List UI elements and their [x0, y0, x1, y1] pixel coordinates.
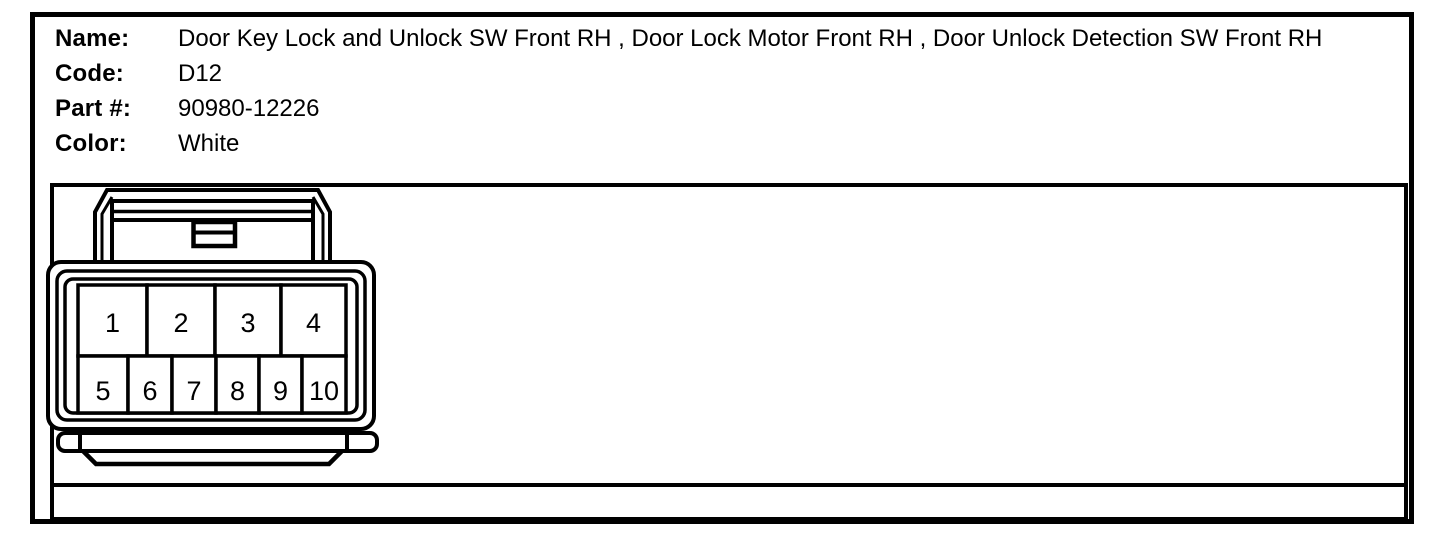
connector-front-view-drawing: 1 2 3 4 5 6 7 8 9 10 — [46, 188, 379, 467]
connector-latch — [93, 188, 332, 270]
pin-cell-3 — [213, 283, 283, 358]
pin-label-1: 1 — [105, 308, 120, 338]
pin-cell-10 — [300, 354, 348, 415]
pin-label-2: 2 — [173, 308, 188, 338]
pin-label-7: 7 — [186, 376, 201, 406]
pin-row-bottom — [76, 354, 348, 415]
latch-left-bevel-line — [100, 196, 114, 268]
pin-cell-6 — [126, 354, 174, 415]
pin-row-top — [76, 283, 348, 358]
field-row-part-number: Part #: 90980-12226 — [35, 94, 1335, 124]
pin-cell-8 — [214, 354, 261, 415]
name-label: Name: — [55, 25, 130, 52]
pin-label-3: 3 — [240, 308, 255, 338]
pin-label-5: 5 — [95, 376, 110, 406]
pin-label-6: 6 — [142, 376, 157, 406]
pin-label-8: 8 — [230, 376, 245, 406]
connector-base — [56, 431, 379, 467]
base-bar — [56, 431, 379, 453]
code-value: D12 — [178, 60, 223, 87]
pin-numbers: 1 2 3 4 5 6 7 8 9 10 — [95, 308, 339, 406]
pin-cell-9 — [257, 354, 304, 415]
field-row-color: Color: White — [35, 129, 1335, 159]
pin-label-4: 4 — [306, 308, 321, 338]
code-label: Code: — [55, 60, 124, 87]
pin-cell-4 — [279, 283, 348, 358]
field-row-code: Code: D12 — [35, 59, 1335, 89]
part-number-value: 90980-12226 — [178, 95, 320, 122]
pin-label-10: 10 — [309, 376, 339, 406]
pin-label-9: 9 — [273, 376, 288, 406]
name-value: Door Key Lock and Unlock SW Front RH , D… — [178, 25, 1323, 52]
bottom-empty-strip — [50, 483, 1408, 521]
color-label: Color: — [55, 130, 127, 157]
part-number-label: Part #: — [55, 95, 132, 122]
pin-cell-1 — [76, 283, 149, 358]
latch-right-bevel-line — [311, 196, 325, 268]
field-row-name: Name: Door Key Lock and Unlock SW Front … — [35, 24, 1335, 54]
color-value: White — [178, 130, 240, 157]
